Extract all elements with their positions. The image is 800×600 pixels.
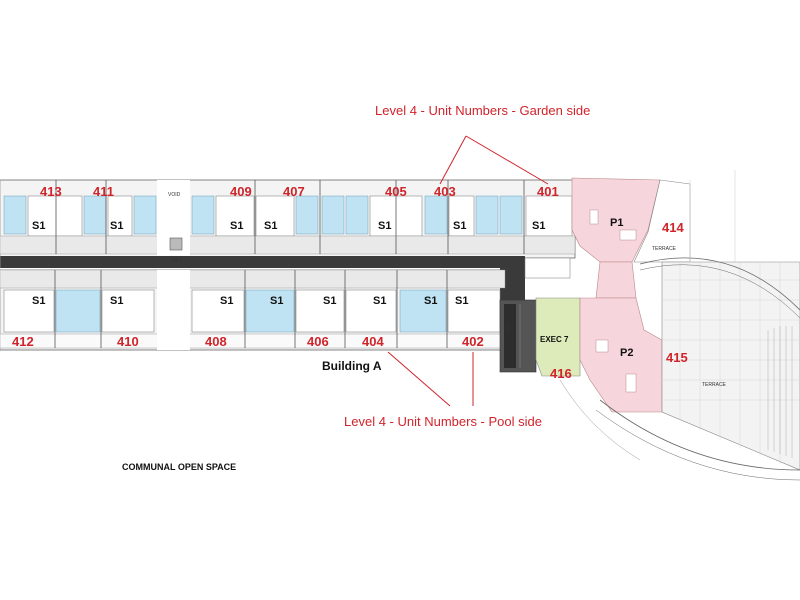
unit-number: 407 (283, 184, 305, 199)
p1-type-label: P1 (610, 217, 623, 229)
building-label: Building A (322, 359, 382, 373)
unit-type-labels-top: S1 S1 S1 S1 S1 S1 S1 (32, 220, 545, 232)
exec-type-label: EXEC 7 (540, 335, 569, 344)
unit-number: 401 (537, 184, 559, 199)
garden-side-annotation: Level 4 - Unit Numbers - Garden side (375, 103, 590, 118)
unit-number-416: 416 (550, 366, 572, 381)
unit-type-label: S1 (32, 295, 45, 307)
unit-number: 402 (462, 334, 484, 349)
terraces: TERRACE TERRACE (559, 179, 800, 481)
unit-number: 411 (93, 184, 114, 199)
penthouse-p2: P2 (579, 297, 663, 413)
core-lift-label: LIFT (506, 323, 512, 333)
penthouse-p1: P1 (571, 177, 661, 299)
unit-type-label: S1 (110, 295, 123, 307)
unit-number: 412 (12, 334, 34, 349)
unit-type-label: S1 (378, 220, 391, 232)
unit-type-label: S1 (110, 220, 123, 232)
unit-type-labels-bottom: S1 S1 S1 S1 S1 S1 S1 S1 S1 (32, 295, 468, 307)
unit-number: 413 (40, 184, 62, 199)
unit-type-label: S1 (230, 220, 243, 232)
exec-unit: EXEC 7 (535, 297, 581, 377)
unit-type-label: S1 (220, 295, 233, 307)
unit-number: 406 (307, 334, 329, 349)
p2-type-label: P2 (620, 347, 633, 359)
unit-number-414: 414 (662, 220, 684, 235)
pool-unit-numbers: 412 410 408 406 404 402 (12, 334, 484, 349)
unit-type-label: S1 (532, 220, 545, 232)
unit-number: 409 (230, 184, 252, 199)
terrace-large-label: TERRACE (702, 382, 727, 388)
unit-number: 405 (385, 184, 407, 199)
stair-core: LIFT (499, 299, 537, 373)
unit-type-label: S1 (323, 295, 336, 307)
site-lines (0, 170, 736, 352)
communal-open-space-label: COMMUNAL OPEN SPACE (122, 462, 236, 472)
unit-type-label: S1 (455, 295, 468, 307)
void-label: VOID (168, 192, 181, 198)
unit-number: 408 (205, 334, 227, 349)
unit-number: 403 (434, 184, 456, 199)
terrace-small-label: TERRACE (652, 246, 677, 252)
annotation-leaders (387, 135, 549, 407)
unit-number: 410 (117, 334, 139, 349)
unit-number: 404 (362, 334, 384, 349)
pool-side-annotation: Level 4 - Unit Numbers - Pool side (344, 414, 542, 429)
unit-number-415: 415 (666, 350, 688, 365)
unit-type-label: S1 (373, 295, 386, 307)
unit-type-label: S1 (453, 220, 466, 232)
lift-label: LIFT (172, 258, 182, 264)
unit-type-label: S1 (32, 220, 45, 232)
garden-unit-numbers: 413 411 409 407 405 403 401 (40, 184, 559, 199)
building-a-block: LIFT VOID (0, 179, 576, 351)
unit-type-label: S1 (424, 295, 437, 307)
unit-type-label: S1 (270, 295, 283, 307)
unit-type-label: S1 (264, 220, 277, 232)
